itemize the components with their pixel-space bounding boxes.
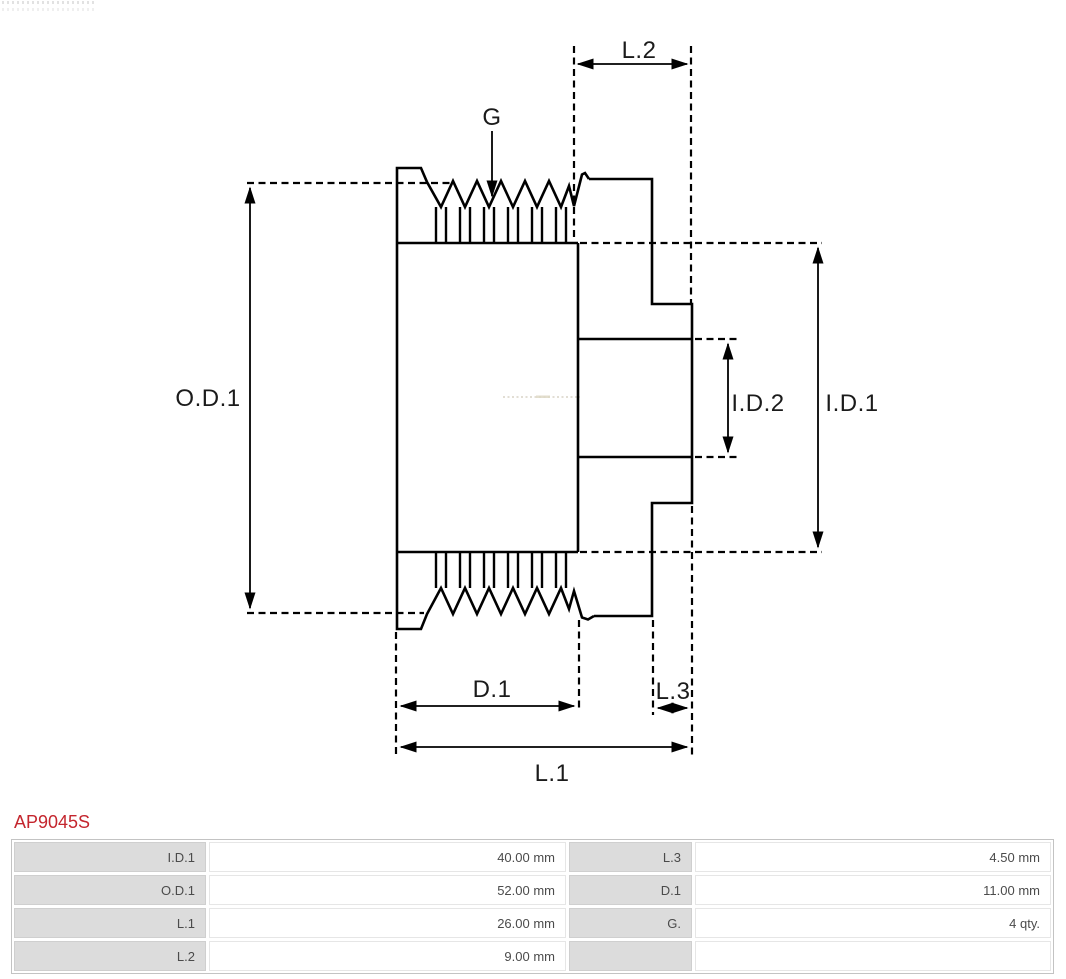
spec-label-cell — [569, 941, 692, 971]
pulley-outline — [395, 166, 694, 631]
label-id1: I.D.1 — [825, 390, 878, 417]
part-number-title: AP9045S — [14, 812, 91, 832]
body-and-bore-lines — [397, 241, 692, 554]
spec-value-cell: 4 qty. — [695, 908, 1051, 938]
label-l3: L.3 — [656, 678, 691, 705]
spec-label-cell: O.D.1 — [14, 875, 206, 905]
label-l1: L.1 — [535, 760, 570, 787]
spec-value-cell: 9.00 mm — [209, 941, 566, 971]
spec-table: I.D.1 40.00 mm L.3 4.50 mm O.D.1 52.00 m… — [11, 839, 1054, 974]
spec-value-cell: 11.00 mm — [695, 875, 1051, 905]
faint-centerline — [503, 395, 580, 398]
grooved-wheel-silhouette — [395, 166, 595, 631]
label-g: G — [482, 104, 501, 131]
groove-walls-bottom — [434, 552, 568, 588]
spec-label-cell: D.1 — [569, 875, 692, 905]
spec-label-cell: L.2 — [14, 941, 206, 971]
spec-value-cell: 4.50 mm — [695, 842, 1051, 872]
spec-value-cell — [695, 941, 1051, 971]
spec-value-cell: 52.00 mm — [209, 875, 566, 905]
label-d1: D.1 — [473, 676, 512, 703]
dimension-labels: G L.2 O.D.1 I.D.2 I.D.1 D.1 L.3 L.1 — [175, 37, 878, 787]
label-od1: O.D.1 — [175, 385, 240, 412]
label-l2: L.2 — [622, 37, 657, 64]
groove-walls-top — [434, 207, 568, 243]
dimension-arrows — [244, 58, 824, 753]
spec-label-cell: I.D.1 — [14, 842, 206, 872]
spec-value-cell: 26.00 mm — [209, 908, 566, 938]
watermark-logo-artifact — [2, 1, 94, 15]
spec-label-cell: G. — [569, 908, 692, 938]
spec-label-cell: L.3 — [569, 842, 692, 872]
spec-label-cell: L.1 — [14, 908, 206, 938]
pulley-technical-drawing: G L.2 O.D.1 I.D.2 I.D.1 D.1 L.3 L.1 — [175, 37, 878, 787]
extension-lines — [247, 46, 822, 756]
hub-silhouette — [589, 177, 694, 618]
spec-value-cell: 40.00 mm — [209, 842, 566, 872]
label-id2: I.D.2 — [731, 390, 784, 417]
